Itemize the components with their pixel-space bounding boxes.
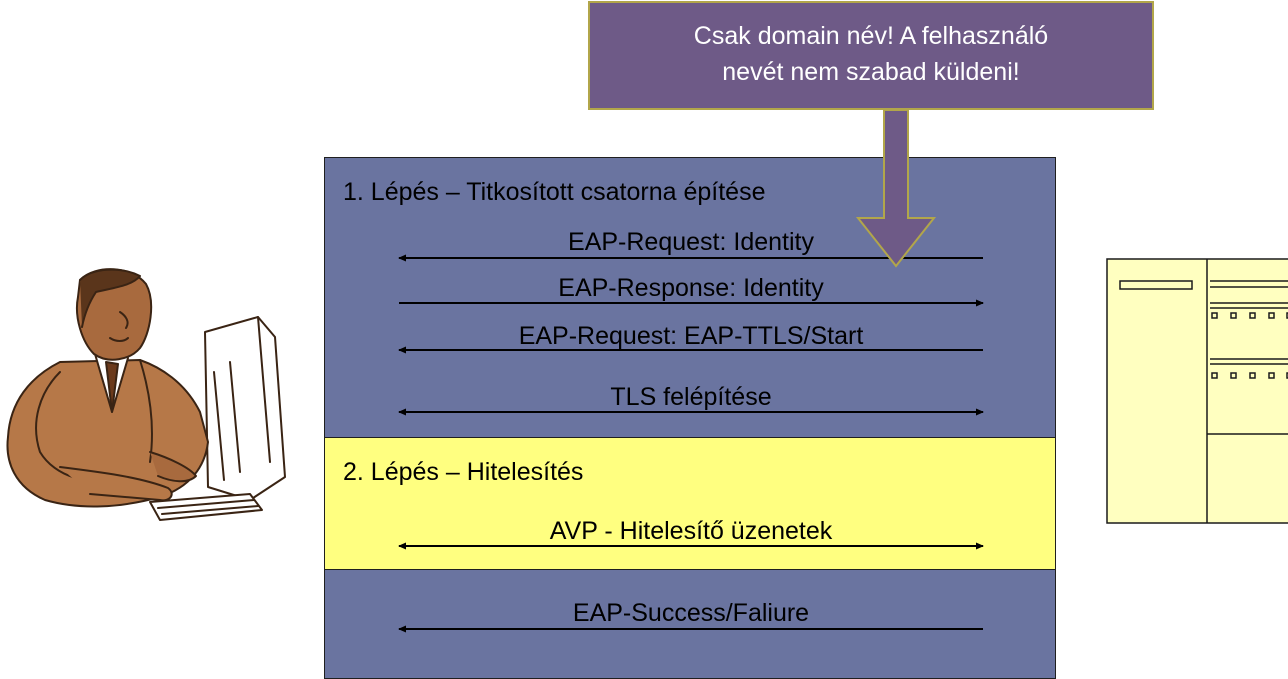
server-icon [1106,258,1288,524]
message-label: AVP - Hitelesítő üzenetek [549,517,833,545]
step-3-section [324,569,1056,679]
message-label: EAP-Response: Identity [558,274,824,302]
message-label: EAP-Request: EAP-TTLS/Start [518,322,864,350]
user-at-computer-icon [6,268,286,521]
step-1-title: 1. Lépés – Titkosított csatorna építése [343,178,766,206]
message-label: TLS felépítése [610,383,772,411]
callout-line-1: Csak domain név! A felhasználó [693,22,1049,50]
callout-note: Csak domain név! A felhasználó nevét nem… [588,1,1154,110]
message-label: EAP-Request: Identity [568,228,814,256]
step-2-title: 2. Lépés – Hitelesítés [343,458,584,486]
callout-line-2: nevét nem szabad küldeni! [722,58,1020,86]
step-2-section [324,437,1056,570]
message-label: EAP-Success/Faliure [572,599,810,627]
